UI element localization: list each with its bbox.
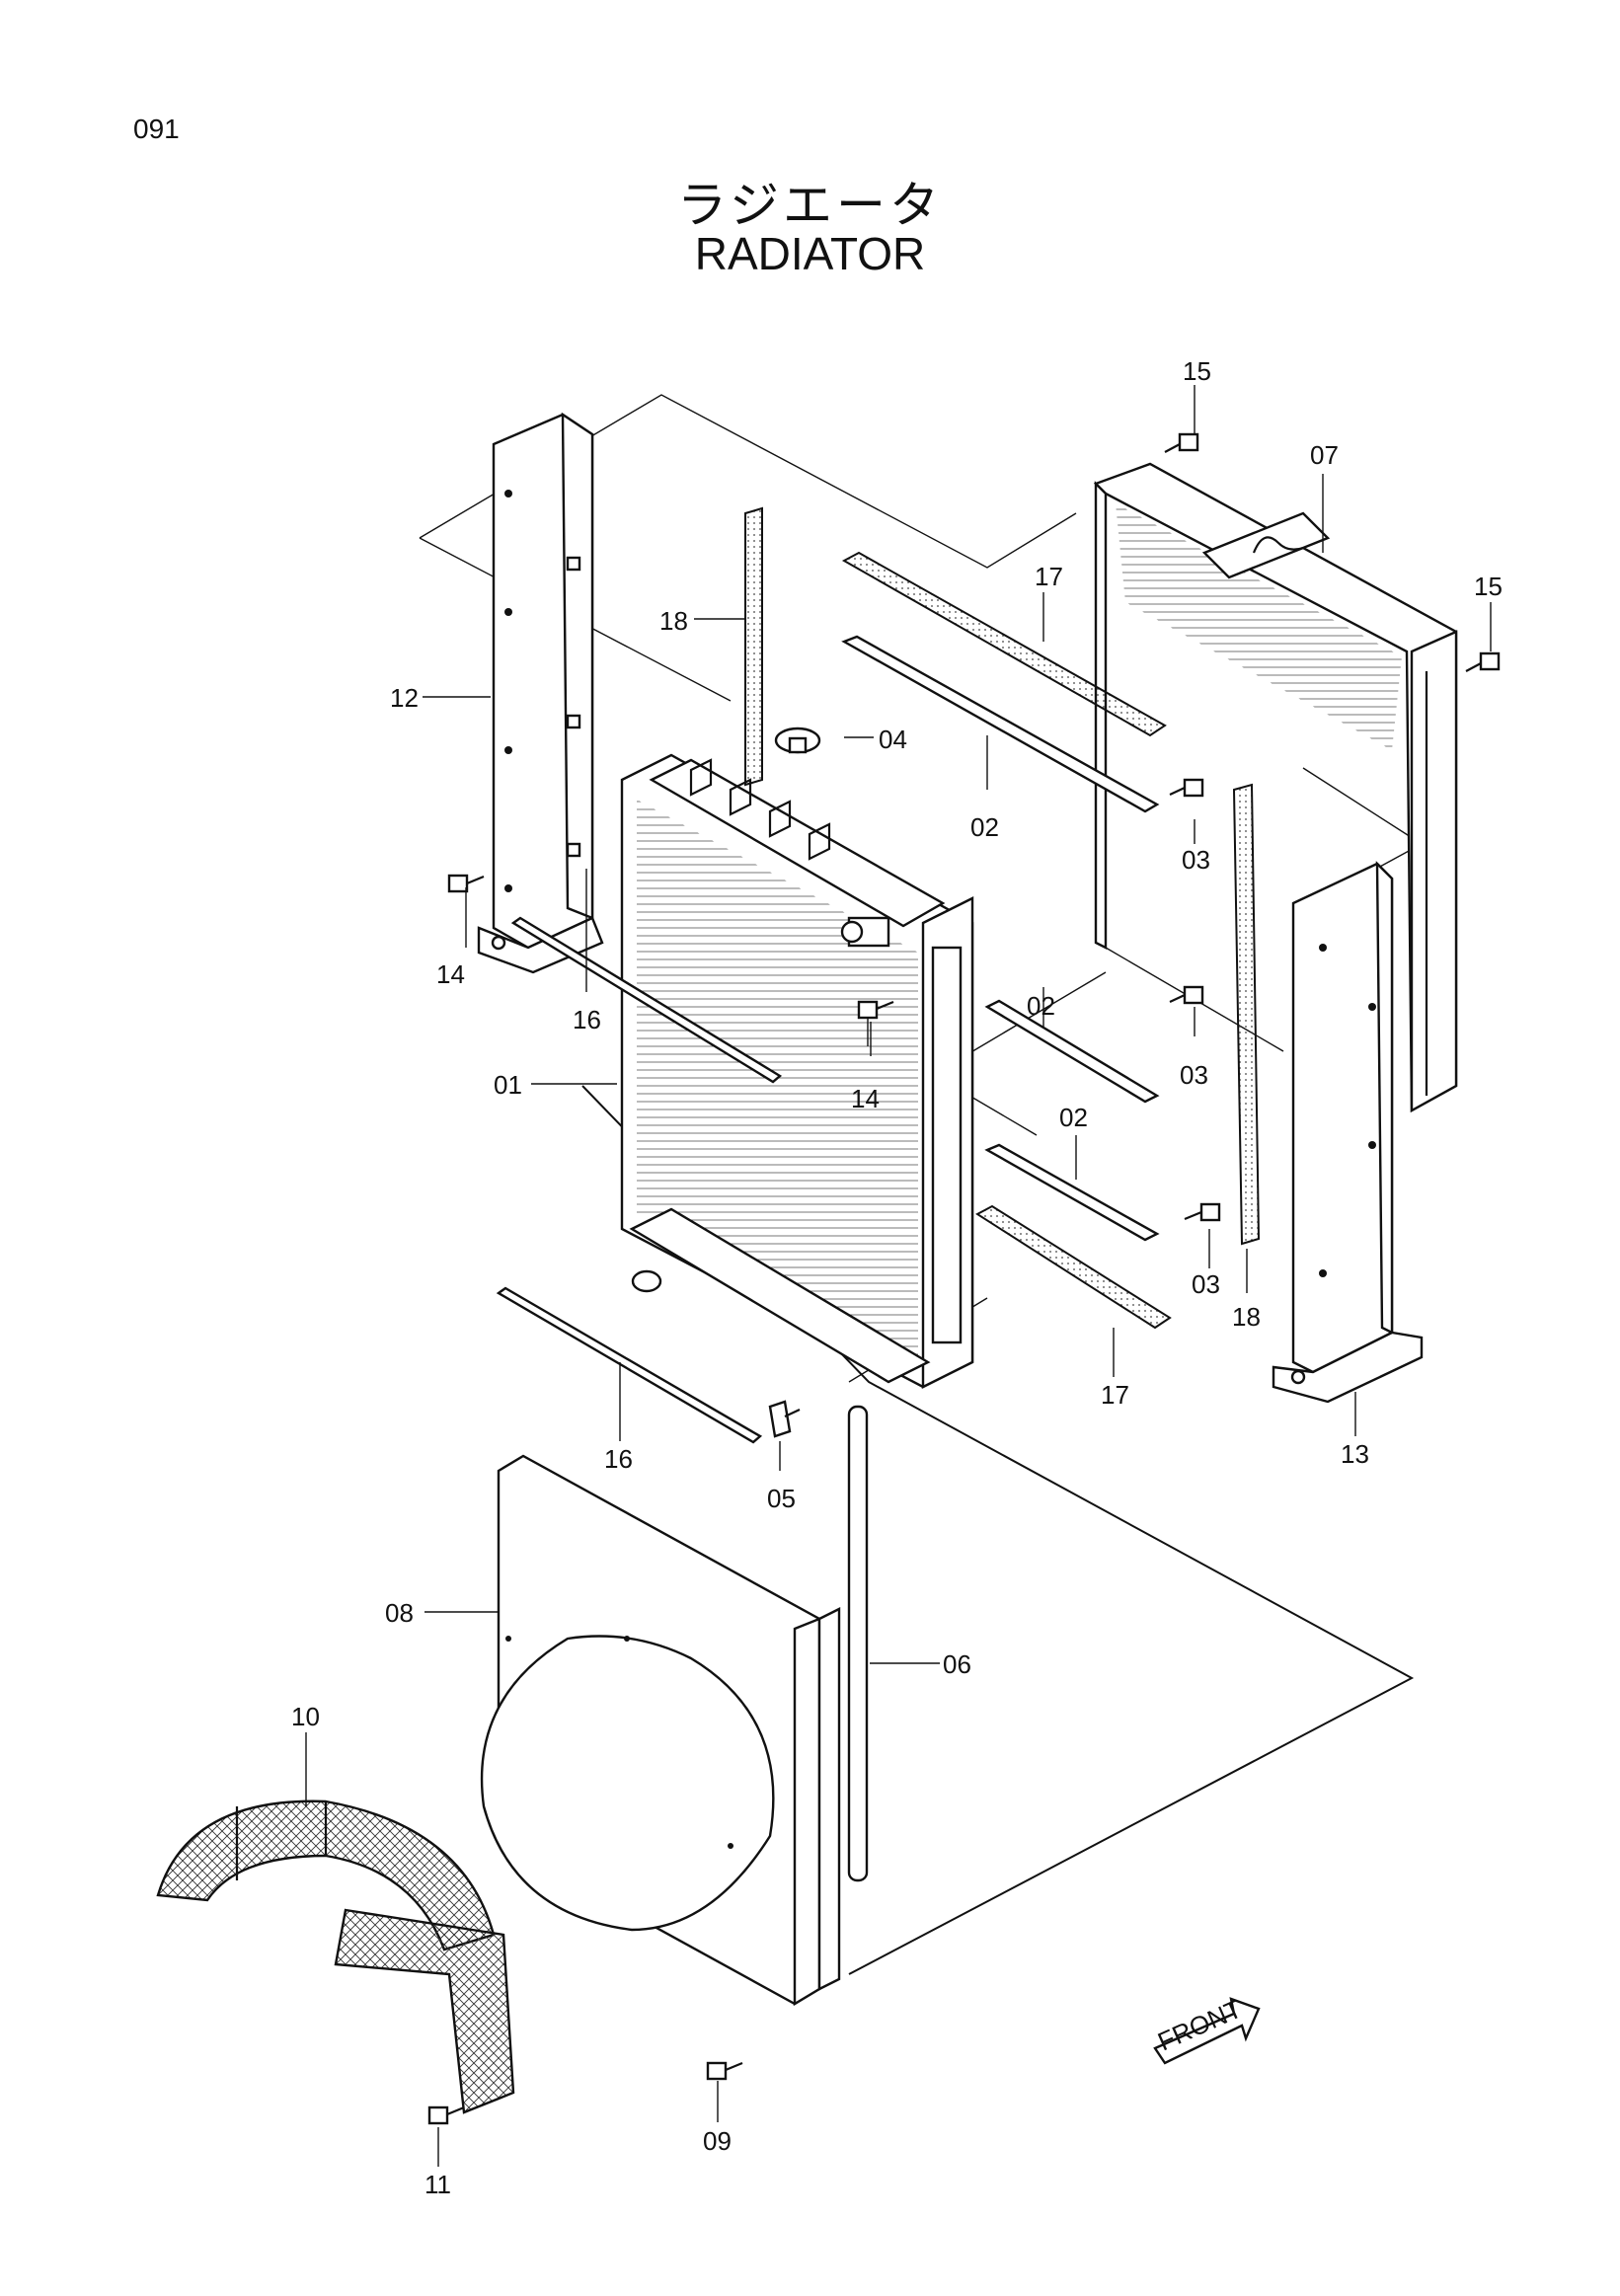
label-02-bottom: 02 <box>1059 1103 1088 1132</box>
part-17-lower-rubber-strip <box>975 1204 1172 1330</box>
label-15-right: 15 <box>1474 572 1503 601</box>
label-04: 04 <box>879 725 907 754</box>
bolt-14-left <box>447 874 485 893</box>
label-02-middle: 02 <box>1027 991 1055 1021</box>
part-08-fan-shroud <box>480 1454 841 2007</box>
part-07-shroud-frame <box>1093 462 1458 1113</box>
bolt-03-b <box>1169 985 1204 1005</box>
label-05: 05 <box>767 1484 796 1513</box>
part-10-fan-guard <box>156 1799 515 2114</box>
label-09: 09 <box>703 2126 732 2156</box>
part-16-upper-seal-strip <box>510 916 783 1084</box>
label-13: 13 <box>1341 1439 1369 1469</box>
bolt-15-right <box>1465 651 1501 672</box>
label-18-right: 18 <box>1232 1302 1261 1332</box>
leader-lines <box>305 385 1492 2167</box>
front-direction-arrow: FRONT <box>1153 1994 1261 2065</box>
label-16-upper: 16 <box>573 1005 601 1034</box>
part-04-radiator-cap <box>774 727 821 754</box>
label-07: 07 <box>1310 440 1339 470</box>
bolt-03-c <box>1184 1202 1221 1222</box>
label-02-top: 02 <box>970 812 999 842</box>
label-14-left: 14 <box>436 959 465 989</box>
part-13-right-bracket <box>1272 861 1424 1404</box>
part-17-upper-rubber-strip <box>841 551 1167 737</box>
part-18-right-rubber-strip <box>1232 783 1261 1246</box>
part-number-labels: 15 07 15 17 18 12 04 02 03 14 16 02 01 1… <box>291 356 1503 2199</box>
title-japanese: ラジエータ <box>677 177 943 234</box>
label-01: 01 <box>494 1070 522 1100</box>
label-03-bottom: 03 <box>1192 1269 1220 1299</box>
part-06-hose <box>847 1405 869 1882</box>
label-16-lower: 16 <box>604 1444 633 1474</box>
label-06: 06 <box>943 1649 971 1679</box>
bolts <box>427 432 1501 2125</box>
part-16-lower-seal-strip <box>496 1286 763 1444</box>
bolt-03-a <box>1169 778 1204 798</box>
bolt-11 <box>427 2105 465 2125</box>
label-03-middle: 03 <box>1180 1060 1208 1090</box>
label-17-lower: 17 <box>1101 1380 1129 1410</box>
label-15-top: 15 <box>1183 356 1211 386</box>
label-18-left: 18 <box>659 606 688 636</box>
title-english: RADIATOR <box>694 228 926 279</box>
part-01-radiator <box>620 753 974 1389</box>
part-02-stays <box>841 635 1160 1242</box>
label-12: 12 <box>390 683 419 713</box>
part-05-drain-cock <box>768 1400 801 1438</box>
part-12-left-bracket <box>477 412 604 974</box>
label-10: 10 <box>291 1702 320 1731</box>
label-08: 08 <box>385 1598 414 1628</box>
label-03-top: 03 <box>1182 845 1210 875</box>
page-number: 091 <box>133 114 180 144</box>
part-18-left-rubber-strip <box>744 506 763 787</box>
label-14-center: 14 <box>851 1084 880 1113</box>
label-11: 11 <box>424 2170 451 2199</box>
bolt-15-top <box>1164 432 1199 453</box>
bolt-09 <box>706 2061 743 2081</box>
label-17-upper: 17 <box>1035 562 1063 591</box>
